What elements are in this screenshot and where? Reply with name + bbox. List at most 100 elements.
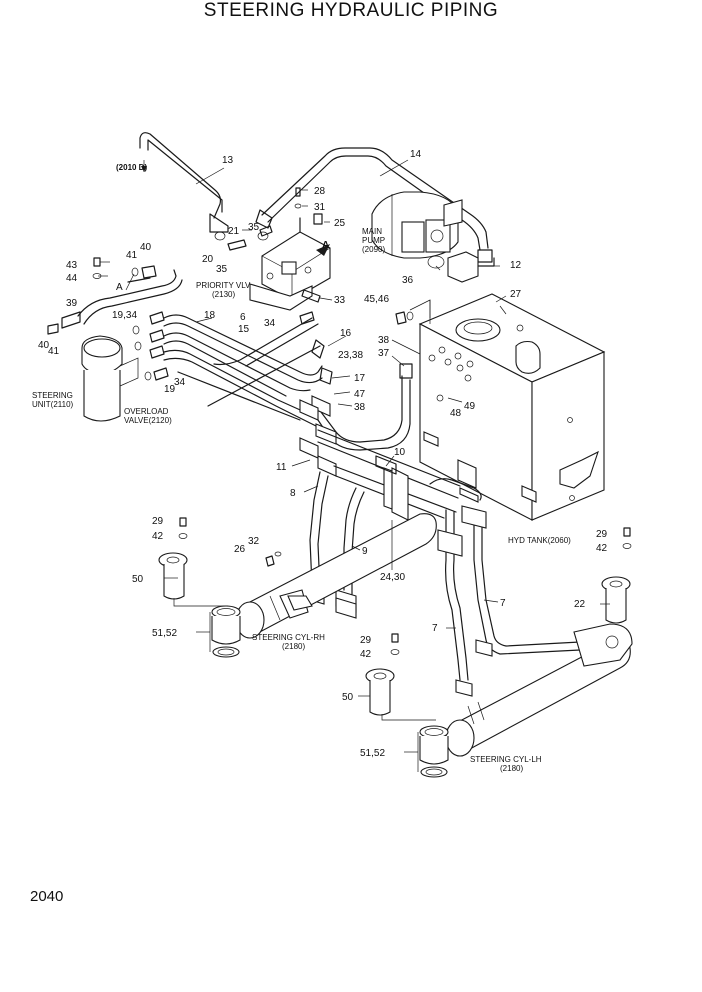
marker-a-arrow [316,244,330,256]
part-label: 42 [360,649,372,660]
part-label: 11 [276,462,287,473]
part-label: 48 [450,408,462,419]
part-label: 37 [378,348,390,359]
pipe-7 [437,505,581,697]
part-label: 29 [152,516,164,527]
part-label: 41 [48,346,60,357]
priority-valve-label: PRIORITY VLV [196,281,251,290]
part-label: 29 [596,529,608,540]
part-label: 39 [66,298,78,309]
fittings-26-32 [265,551,282,567]
part-label: 23,38 [338,350,363,361]
part-label: 19,34 [112,310,137,321]
part-label: 17 [354,373,366,384]
part-label: 35 [216,264,228,275]
part-label: 10 [394,447,406,458]
part-label: 16 [340,328,352,339]
part-label: 19 [164,384,176,395]
cylinder-rh-label: (2180) [282,642,305,651]
marker-a-label: A [322,240,329,251]
part-label: 50 [132,574,144,585]
part-label: 12 [510,260,522,271]
part-label: 35 [248,222,260,233]
sleeve-22-right [601,527,632,624]
part-label: 42 [596,543,608,554]
hydraulic-tank [418,293,606,521]
part-label: 34 [174,377,186,388]
main-pump-label: MAIN [362,227,382,236]
steering-unit [47,269,183,422]
part-label: 34 [264,318,276,329]
sleeve-50-left [158,517,228,607]
part-label: 33 [334,295,346,306]
main-pump-label: PUMP [362,236,385,245]
fittings-priority [214,187,323,325]
fittings-steering-ports [132,311,169,381]
priority-valve-label: (2130) [212,290,235,299]
bushings-rh [196,605,241,658]
steering-unit-label: UNIT(2110) [32,400,74,409]
part-label: 32 [248,536,260,547]
overload-valve-label: VALVE(2120) [124,416,172,425]
steering-cylinder-lh [445,623,633,757]
part-label: 9 [362,546,368,557]
part-label: 45,46 [364,294,389,305]
hyd-tank-label: HYD TANK(2060) [508,536,571,545]
part-label: 49 [464,401,476,412]
fittings-left [92,257,157,283]
part-label: 7 [500,598,506,609]
main-pump [371,191,499,308]
part-label: 14 [410,149,422,160]
leader-lines [98,159,610,697]
fittings-45-46 [395,299,431,325]
part-label: 36 [402,275,414,286]
part-label: 26 [234,544,246,555]
part-label: 44 [66,273,78,284]
part-label: 6 [240,312,246,323]
ref-2010-label: (2010 D) [116,163,147,172]
cylinder-lh-label: (2180) [500,764,523,773]
pipe-bundle [163,314,333,427]
part-label: 8 [290,488,296,499]
part-label: 41 [126,250,138,261]
page-number: 2040 [30,888,64,905]
part-label: 18 [204,310,216,321]
part-label: 51,52 [360,748,385,759]
part-label: 20 [202,254,214,265]
pipe-13 [139,132,229,233]
part-label: 15 [238,324,250,335]
part-number-labels: 13 14 28 31 25 21 35 20 35 40 41 43 44 A… [38,149,608,759]
cylinder-rh-label: STEERING CYL-RH [252,633,325,642]
part-label: 28 [314,186,326,197]
component-callouts: (2010 D) A MAIN PUMP (2090) PRIORITY VLV… [32,163,571,773]
part-label: 13 [222,155,234,166]
part-label: 31 [314,202,326,213]
page-title: STEERING HYDRAULIC PIPING [203,0,499,21]
part-label: 43 [66,260,78,271]
part-label: 47 [354,389,366,400]
part-label: 50 [342,692,354,703]
main-pump-label: (2090) [362,245,385,254]
part-label: 29 [360,635,372,646]
part-label: 51,52 [152,628,177,639]
steering-unit-label: STEERING [32,391,73,400]
part-label: A [116,282,123,293]
bushings-lh [365,633,449,778]
part-label: 24,30 [380,572,405,583]
part-label: 40 [38,340,50,351]
overload-valve-label: OVERLOAD [124,407,169,416]
part-label: 22 [574,599,586,610]
part-label: 7 [432,623,438,634]
part-label: 21 [228,226,240,237]
cylinder-lh-label: STEERING CYL-LH [470,755,542,764]
part-label: 42 [152,531,164,542]
steering-cylinder-rh [235,513,437,639]
priority-valve [249,217,331,311]
part-label: 38 [378,335,390,346]
part-label: 27 [510,289,522,300]
part-label: 25 [334,218,346,229]
part-label: 40 [140,242,152,253]
part-label: 38 [354,402,366,413]
